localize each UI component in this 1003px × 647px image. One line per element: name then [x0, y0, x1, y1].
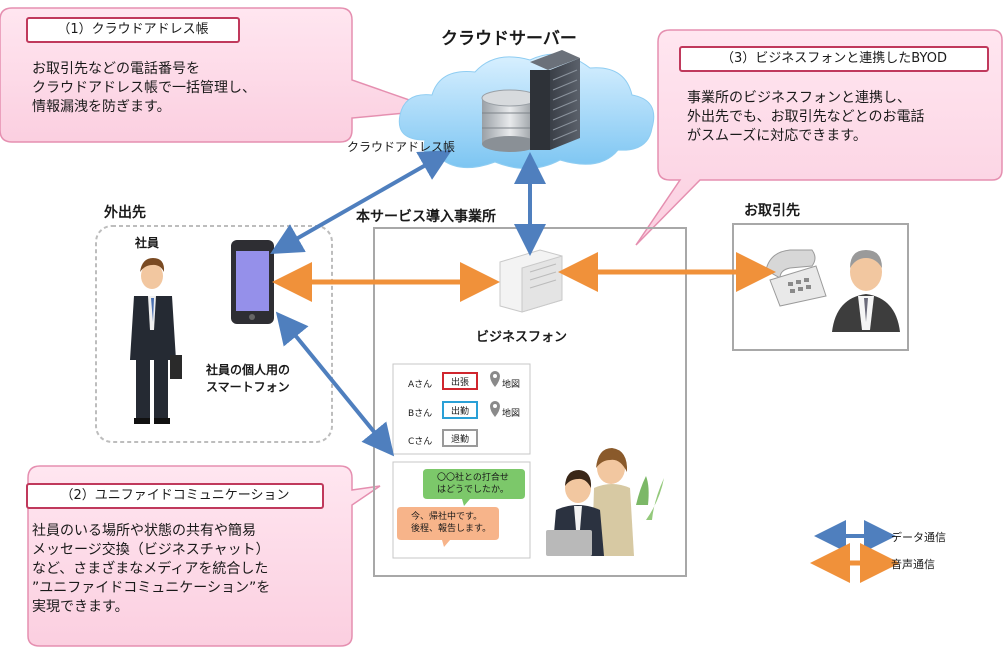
callout-bubble-3 [635, 29, 1003, 246]
callout-bubble-2 [27, 465, 381, 647]
voice-arrows [272, 252, 776, 302]
callout-3-line: 事業所のビジネスフォンと連携し、 [687, 90, 911, 106]
callout-2-title: （2）ユニファイドコミュニケーション [26, 483, 324, 509]
callout-1-line: お取引先などの電話番号を [32, 61, 200, 77]
address-book-label: クラウドアドレス帳 [347, 140, 456, 154]
chat-message-1: 〇〇社との打合せ はどうでしたか。 [437, 472, 509, 496]
client-person-figure [832, 250, 900, 332]
chat-message-line: 今、帰社中です。 [411, 512, 483, 522]
chat-message-line: はどうでしたか。 [437, 485, 509, 495]
chat-bubble-orange [397, 507, 499, 547]
employee-label: 社員 [135, 236, 160, 250]
chat-message-line: 〇〇社との打合せ [437, 473, 509, 483]
callout-1-text: お取引先などの電話番号を クラウドアドレス帳で一括管理し、 情報漏洩を防ぎます。 [32, 60, 256, 117]
data-arrows [270, 150, 546, 457]
smartphone-label-line: 社員の個人用の [206, 363, 291, 377]
legend-voice-label: 音声通信 [891, 558, 935, 571]
chat-message-2: 今、帰社中です。 後程、報告します。 [411, 511, 491, 535]
business-phone-unit-icon [499, 249, 563, 313]
map-pin-icon [490, 401, 500, 417]
callout-1-line: クラウドアドレス帳で一括管理し、 [32, 80, 256, 96]
office-title: 本サービス導入事業所 [356, 209, 496, 225]
chat-message-line: 後程、報告します。 [411, 524, 492, 534]
callout-2-line: など、さまざまなメディアを統合した [32, 561, 269, 577]
callout-2-line: 実現できます。 [32, 599, 129, 615]
callout-2-line: ”ユニファイドコミュニケーション”を [32, 580, 271, 596]
callout-2-text: 社員のいる場所や状態の共有や簡易 メッセージ交換（ビジネスチャット） など、さま… [32, 522, 270, 617]
callout-1-title: （1）クラウドアドレス帳 [26, 17, 240, 43]
callout-1-line: 情報漏洩を防ぎます。 [32, 99, 171, 115]
server-rack-icon [530, 50, 580, 150]
presence-name: Cさん [408, 437, 433, 447]
smartphone-icon [231, 240, 274, 324]
callout-2-line: 社員のいる場所や状態の共有や簡易 [32, 523, 256, 539]
legend-data-label: データ通信 [891, 531, 946, 544]
status-badge: 出張 [442, 372, 478, 390]
smartphone-label-line: スマートフォン [206, 380, 290, 394]
outside-title: 外出先 [104, 205, 146, 221]
business-phone-label: ビジネスフォン [476, 330, 568, 345]
status-badge: 退勤 [442, 429, 478, 447]
map-link: 地図 [502, 409, 521, 419]
callout-3-text: 事業所のビジネスフォンと連携し、 外出先でも、お取引先などとのお電話 がスムーズ… [687, 89, 924, 146]
smartphone-label: 社員の個人用の スマートフォン [206, 362, 290, 396]
callout-3-line: 外出先でも、お取引先などとのお電話 [687, 109, 925, 125]
database-icon [481, 89, 539, 152]
client-title: お取引先 [744, 203, 800, 219]
presence-name: Aさん [408, 380, 433, 390]
status-badge: 出勤 [442, 401, 478, 419]
presence-name: Bさん [408, 409, 433, 419]
office-workers-figure [546, 448, 664, 556]
callout-3-line: がスムーズに対応できます。 [687, 128, 867, 144]
map-pin-icon [490, 371, 500, 387]
outside-area-box [95, 225, 333, 443]
chat-bubble-green [423, 469, 525, 506]
callout-3-title: （3）ビジネスフォンと連携したBYOD [679, 46, 989, 72]
desk-phone-icon [765, 249, 827, 307]
cloud-server-label: クラウドサーバー [441, 29, 577, 49]
employee-figure [130, 258, 182, 424]
callout-2-line: メッセージ交換（ビジネスチャット） [32, 542, 270, 558]
map-link: 地図 [502, 380, 521, 390]
